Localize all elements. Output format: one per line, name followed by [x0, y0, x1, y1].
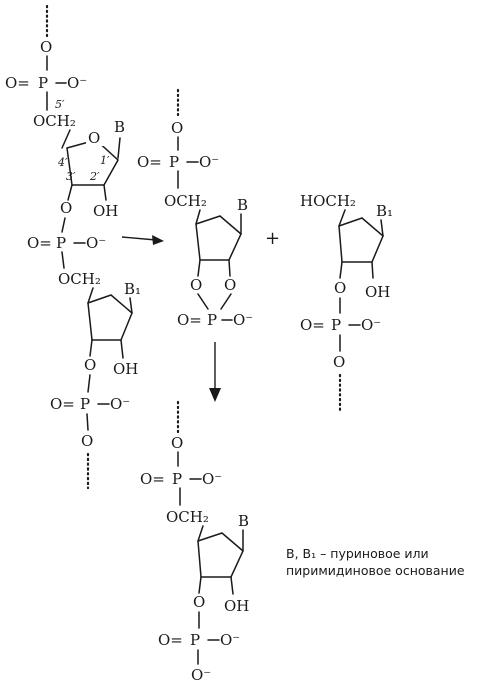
och2-group: OCH₂ [58, 270, 101, 288]
bond [67, 184, 73, 201]
base-b: B [238, 512, 249, 530]
atom-o: O [60, 199, 72, 217]
bond [197, 525, 204, 542]
numbering-4prime: 4′ [57, 156, 68, 169]
bond [117, 137, 121, 159]
bond [197, 259, 201, 277]
hydroxyl-2prime: OH [113, 360, 138, 378]
atom-o: O [84, 356, 96, 374]
atom-o-minus: O⁻ [191, 666, 211, 684]
bond [380, 219, 384, 237]
bond [120, 339, 124, 359]
hydroxyl-2prime: OH [224, 597, 249, 615]
atom-p: P [80, 395, 90, 413]
phosphoryl-o: O= [140, 470, 165, 488]
phosphoryl-o: O= [177, 311, 202, 329]
atom-p: P [56, 234, 66, 252]
atom-p: P [172, 470, 182, 488]
bond [86, 413, 89, 431]
hoch2-group: HOCH₂ [300, 192, 356, 210]
atom-p: P [331, 316, 341, 334]
bond [61, 129, 71, 149]
bond [61, 217, 66, 233]
och2-group: OCH₂ [164, 192, 207, 210]
atom-o-minus: O⁻ [202, 470, 222, 488]
phosphoryl-o: O= [137, 153, 162, 171]
atom-o: O [171, 119, 183, 137]
atom-o: O [224, 276, 236, 294]
released-nucleotide-structure: HOCH₂ B₁ O OH O= P O⁻ O [300, 192, 393, 412]
bond [61, 251, 65, 269]
bond [230, 576, 234, 595]
phosphoryl-o: O= [158, 631, 183, 649]
product-3prime-phosphate-structure: O O= P O⁻ OCH₂ B O OH O= P O⁻ O⁻ [140, 400, 249, 684]
ring-oxygen: O [88, 129, 100, 147]
base-legend: B, B₁ – пуриновое или пиримидиновое осно… [286, 545, 491, 579]
atom-o: O [81, 432, 93, 450]
legend-line-2: пиримидиновое основание [286, 563, 465, 578]
base-b1: B₁ [124, 280, 141, 298]
base-b1: B₁ [376, 202, 393, 220]
cyclic-phosphate-structure: O O= P O⁻ OCH₂ B O O O= P O⁻ [137, 88, 253, 329]
bond [197, 293, 209, 310]
bond [89, 339, 93, 357]
bond [195, 209, 201, 225]
bond [87, 374, 91, 393]
legend-line-1: B, B₁ – пуриновое или [286, 546, 429, 561]
bond [87, 287, 94, 304]
dinucleotide-structure: O O= P O⁻ 5′ OCH₂ O B 4′ 1′ 3′ 2′ O OH O… [5, 4, 141, 490]
bond [103, 184, 107, 201]
ribose-ring [87, 294, 133, 341]
och2-group: OCH₂ [166, 508, 209, 526]
numbering-3prime: 3′ [66, 170, 76, 183]
atom-o: O [40, 38, 52, 56]
atom-o-minus: O⁻ [67, 74, 87, 92]
phosphoryl-o: O= [27, 234, 52, 252]
numbering-1prime: 1′ [100, 154, 110, 167]
atom-o: O [334, 279, 346, 297]
phosphoryl-o: O= [5, 74, 30, 92]
reaction-arrow-right [121, 235, 164, 245]
numbering-2prime: 2′ [89, 170, 100, 183]
numbering-5prime: 5′ [55, 98, 65, 111]
hydroxyl-2prime: OH [93, 202, 118, 220]
bond [228, 259, 231, 277]
reaction-arrow-down [209, 342, 221, 402]
atom-o-minus: O⁻ [220, 631, 240, 649]
atom-o: O [193, 593, 205, 611]
atom-o-minus: O⁻ [110, 395, 130, 413]
ribose-ring [197, 532, 244, 578]
bond [371, 261, 374, 279]
plus-sign: + [265, 228, 280, 249]
bond [198, 576, 202, 594]
base-b: B [114, 118, 125, 136]
bond [220, 293, 232, 310]
atom-o-minus: O⁻ [199, 153, 219, 171]
bond [338, 209, 346, 227]
bond [129, 297, 133, 314]
atom-p: P [207, 311, 217, 329]
ribose-ring [195, 215, 242, 261]
ribose-ring [338, 217, 384, 263]
atom-o-minus: O⁻ [361, 316, 381, 334]
atom-o-minus: O⁻ [233, 311, 253, 329]
hydroxyl-2prime: OH [365, 283, 390, 301]
atom-o: O [171, 434, 183, 452]
atom-p: P [38, 74, 48, 92]
och2-group: OCH₂ [33, 112, 76, 130]
phosphoryl-o: O= [50, 395, 75, 413]
base-b: B [237, 196, 248, 214]
phosphoryl-o: O= [300, 316, 325, 334]
atom-o-minus: O⁻ [86, 234, 106, 252]
atom-o: O [190, 276, 202, 294]
bond [339, 261, 343, 279]
atom-p: P [169, 153, 179, 171]
atom-o: O [333, 353, 345, 371]
atom-p: P [190, 631, 200, 649]
